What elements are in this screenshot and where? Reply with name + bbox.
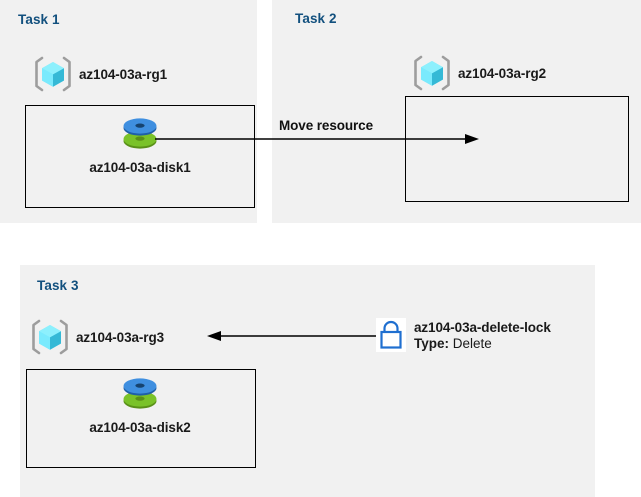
panel-task-2: Task 2 az104-03a-rg2 [272,0,641,223]
resource-label-task-3: az104-03a-disk2 [89,420,191,435]
resource-group-boundary-task-3 [26,369,256,468]
delete-lock-group: az104-03a-delete-lock Type: Delete [376,318,551,352]
move-resource-label: Move resource [279,118,373,133]
resource-group-task-3: az104-03a-rg3 [30,318,164,356]
lock-type-value: Delete [452,335,492,351]
resource-group-label-task-2: az104-03a-rg2 [458,65,547,81]
resource-label-task-1: az104-03a-disk1 [89,160,191,175]
lock-type-line: Type: Delete [414,336,551,352]
resource-group-boundary-task-1 [25,105,255,208]
panel-title-task-1: Task 1 [18,12,60,27]
resource-group-icon [33,55,73,93]
lock-name-label: az104-03a-delete-lock [414,320,551,335]
lock-type-key: Type: [414,335,450,351]
managed-disk-icon [116,113,164,158]
lock-text-block: az104-03a-delete-lock Type: Delete [414,318,551,352]
resource-group-task-1: az104-03a-rg1 [33,55,167,93]
panel-title-task-2: Task 2 [295,11,337,26]
panel-task-3: Task 3 [20,265,595,497]
resource-node-task-3: az104-03a-disk2 [80,373,200,435]
managed-disk-icon [116,373,164,418]
resource-node-task-1: az104-03a-disk1 [80,113,200,175]
resource-group-icon [412,54,452,92]
resource-group-label-task-1: az104-03a-rg1 [79,66,168,82]
lock-arrow [207,331,385,341]
resource-group-icon [30,318,70,356]
resource-group-task-2: az104-03a-rg2 [412,54,546,92]
move-resource-arrow [155,134,479,144]
resource-group-label-task-3: az104-03a-rg3 [76,329,165,345]
resource-group-boundary-task-2 [405,96,629,202]
panel-title-task-3: Task 3 [37,278,79,293]
panel-task-1: Task 1 az104-03a-rg1 [0,0,257,223]
lock-icon [376,318,406,352]
